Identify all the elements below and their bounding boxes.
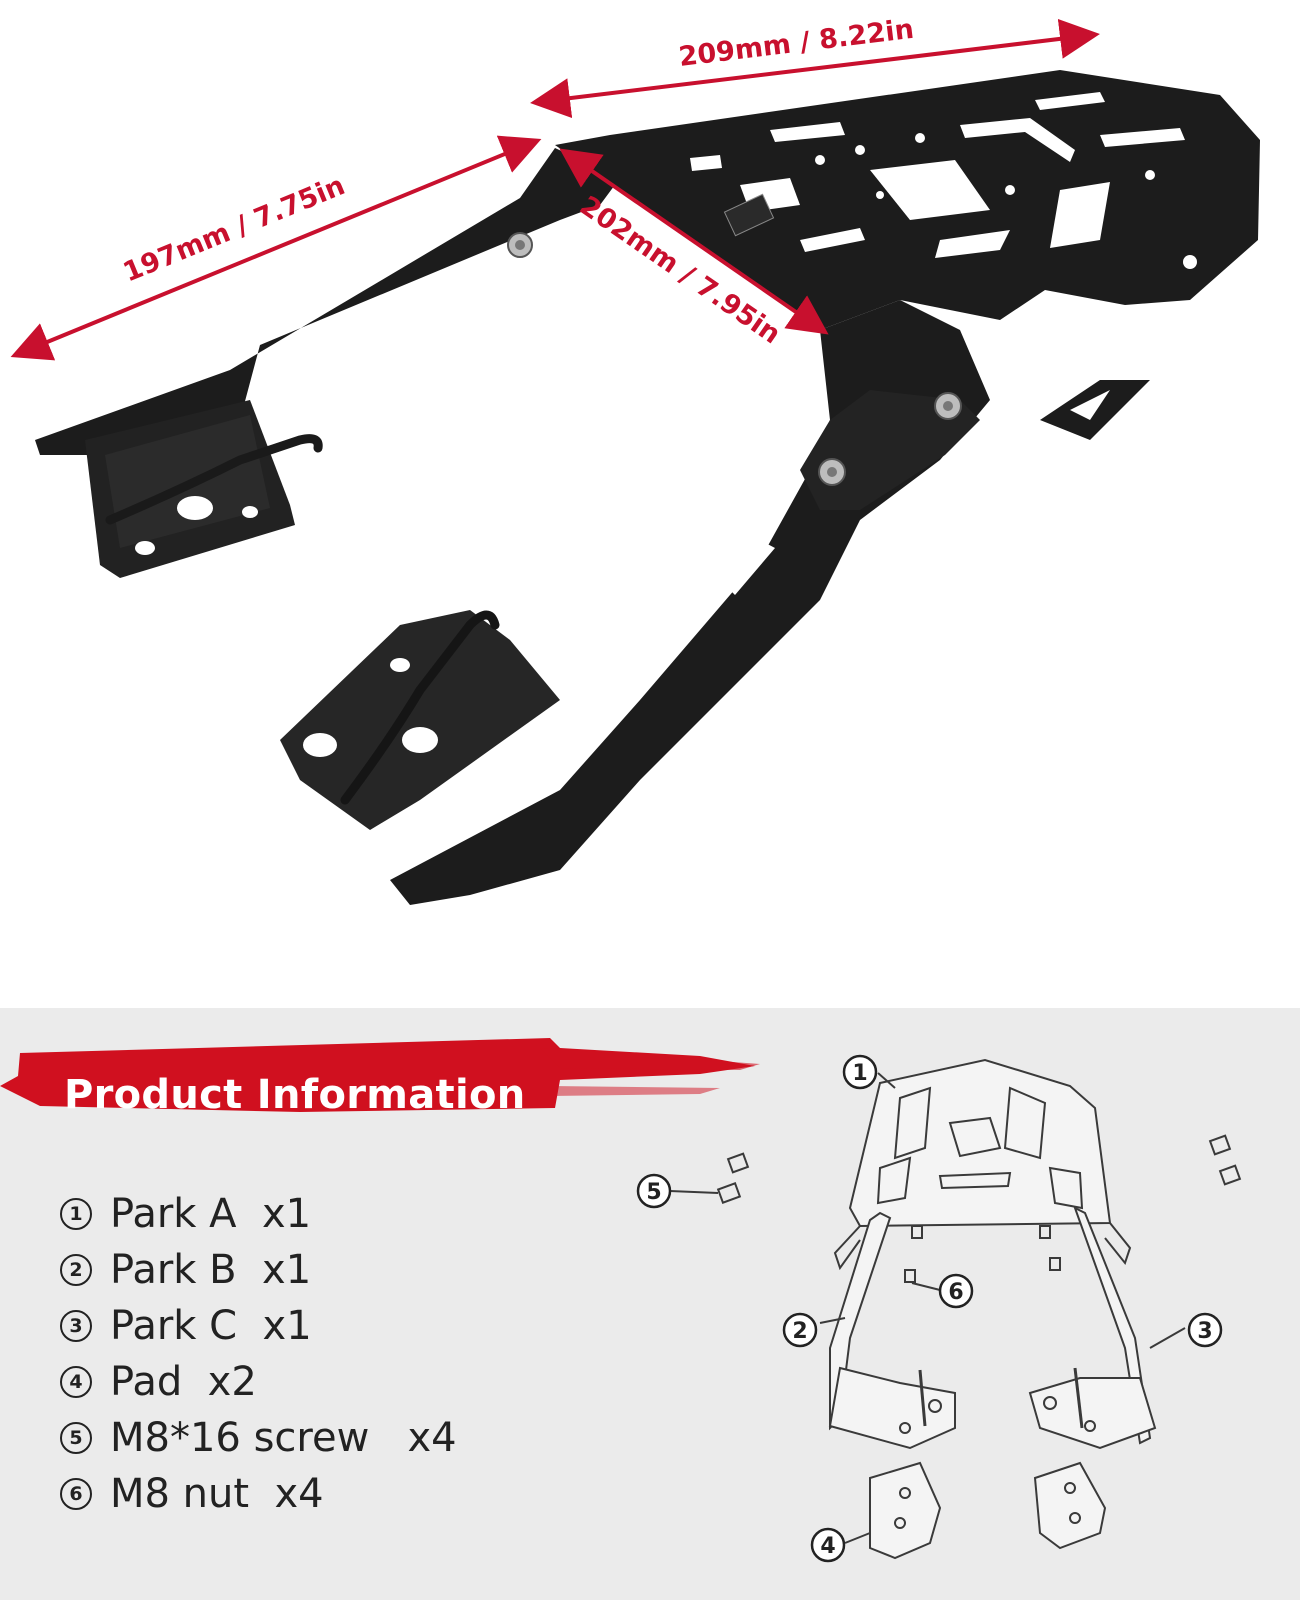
top-deck (555, 70, 1260, 330)
width-label: 209mm / 8.22in (677, 14, 915, 73)
callout-6: 6 (948, 1280, 963, 1305)
product-info-panel: 1 2 3 4 5 6 Product Information 1 Park A… (0, 1008, 1300, 1600)
list-item: 6 M8 nut x4 (60, 1466, 457, 1522)
width-arrow (530, 18, 1100, 119)
callout-3: 3 (1197, 1319, 1212, 1344)
pad-icon (844, 1461, 1107, 1560)
side-length-arrow (10, 135, 542, 361)
callout-2: 2 (792, 1319, 807, 1344)
part-number: 1 (60, 1198, 92, 1230)
part-number: 4 (60, 1366, 92, 1398)
left-side-arm (35, 148, 620, 578)
product-photo-area: 209mm / 8.22in 197mm / 7.75in 202mm / 7.… (10, 13, 1260, 905)
part-name: Pad x2 (110, 1359, 257, 1405)
info-graphics: 1 2 3 4 5 6 (0, 1038, 1242, 1563)
part-name: M8 nut x4 (110, 1471, 324, 1517)
part-number: 3 (60, 1310, 92, 1342)
nut-icon (904, 1225, 1061, 1291)
part-number: 5 (60, 1422, 92, 1454)
screw-icon (669, 1152, 750, 1204)
list-item: 4 Pad x2 (60, 1354, 457, 1410)
part-name: Park C x1 (110, 1303, 312, 1349)
part-name: M8*16 screw x4 (110, 1415, 457, 1461)
parts-list: 1 Park A x1 2 Park B x1 3 Park C x1 4 Pa… (60, 1186, 457, 1522)
list-item: 3 Park C x1 (60, 1298, 457, 1354)
part-number: 2 (60, 1254, 92, 1286)
callout-5: 5 (646, 1180, 661, 1205)
side-length-label: 197mm / 7.75in (119, 170, 349, 288)
callout-4: 4 (820, 1534, 835, 1559)
diagram-callouts: 1 2 3 4 5 6 (636, 1054, 1223, 1563)
list-item: 5 M8*16 screw x4 (60, 1410, 457, 1466)
part-name: Park B x1 (110, 1247, 312, 1293)
title-banner (0, 1038, 760, 1112)
right-side-arm (280, 300, 1150, 905)
rack-photo: 209mm / 8.22in 197mm / 7.75in 202mm / 7.… (10, 14, 1260, 905)
section-title: Product Information (64, 1072, 526, 1118)
callout-1: 1 (852, 1061, 867, 1086)
list-item: 2 Park B x1 (60, 1242, 457, 1298)
depth-arrow (559, 148, 829, 335)
list-item: 1 Park A x1 (60, 1186, 457, 1242)
part-number: 6 (60, 1478, 92, 1510)
assembly-diagram (669, 1058, 1242, 1560)
part-name: Park A x1 (110, 1191, 312, 1237)
